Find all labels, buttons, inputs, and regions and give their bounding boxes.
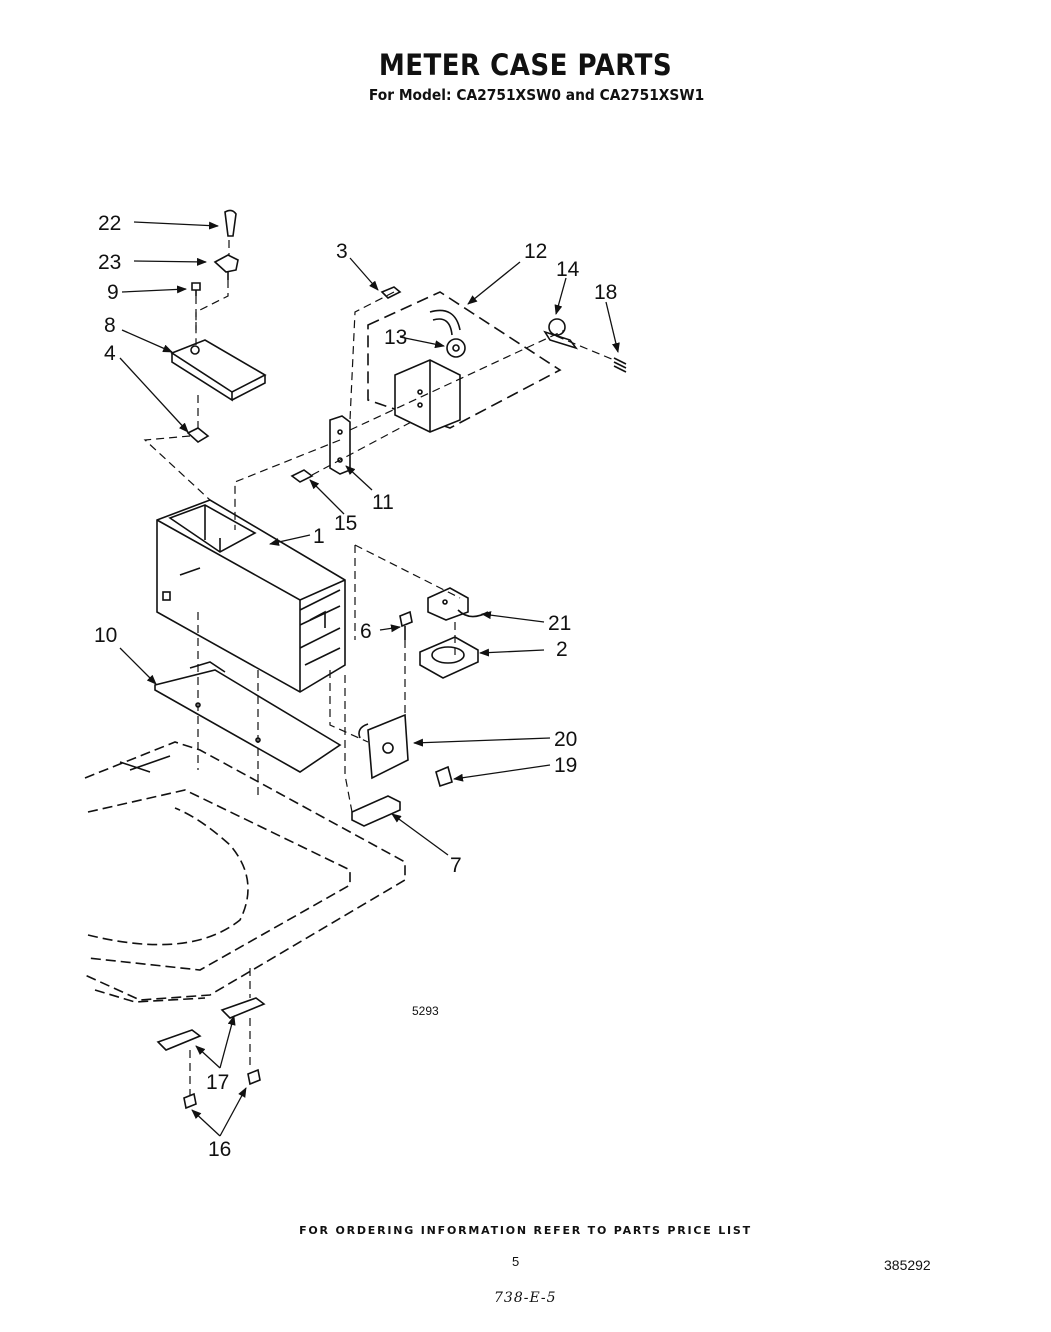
callout-22: 22 bbox=[98, 212, 121, 235]
screw-part-16a bbox=[183, 1092, 197, 1110]
page-number: 5 bbox=[512, 1254, 520, 1269]
screw-part-16b bbox=[247, 1068, 261, 1086]
callout-14: 14 bbox=[556, 258, 580, 281]
callout-2: 2 bbox=[556, 638, 568, 661]
callout-15: 15 bbox=[334, 512, 357, 535]
ordering-note: FOR ORDERING INFORMATION REFER TO PARTS … bbox=[299, 1224, 752, 1237]
callout-17: 17 bbox=[206, 1071, 229, 1094]
cover-part-8 bbox=[170, 339, 267, 402]
assembly-lines bbox=[143, 240, 615, 1095]
screw-part-3 bbox=[380, 286, 402, 299]
motor-part-13 bbox=[446, 338, 466, 358]
screw-part-6 bbox=[399, 610, 413, 640]
knob-insert-part-23 bbox=[213, 254, 239, 280]
callout-9: 9 bbox=[107, 281, 119, 304]
spring-part-18 bbox=[613, 357, 627, 373]
screw-part-9 bbox=[191, 282, 201, 296]
knob-part-22 bbox=[224, 209, 237, 237]
callout-19: 19 bbox=[554, 754, 577, 777]
knob-part-14 bbox=[543, 318, 579, 350]
callout-21: 21 bbox=[548, 612, 571, 635]
page-title: METER CASE PARTS bbox=[378, 48, 673, 82]
document-number: 385292 bbox=[884, 1257, 931, 1273]
callout-16: 16 bbox=[208, 1138, 231, 1161]
clip-part-4 bbox=[186, 427, 210, 443]
callout-1: 1 bbox=[313, 525, 325, 548]
handwritten-note: 738-E-5 bbox=[494, 1290, 557, 1306]
callout-10: 10 bbox=[94, 624, 117, 647]
meter-case-part-1 bbox=[156, 499, 346, 693]
callout-leaders bbox=[119, 221, 620, 1137]
connector-part-19 bbox=[435, 765, 453, 788]
clip-part-17b bbox=[220, 997, 266, 1019]
bracket-part-11 bbox=[329, 415, 351, 475]
callout-23: 23 bbox=[98, 251, 121, 274]
callout-20: 20 bbox=[554, 728, 577, 751]
callout-7: 7 bbox=[450, 854, 462, 877]
callout-12: 12 bbox=[524, 240, 547, 263]
clip-part-17a bbox=[156, 1029, 202, 1051]
cup-part-2 bbox=[419, 636, 479, 679]
callout-3: 3 bbox=[336, 240, 348, 263]
callout-11: 11 bbox=[372, 491, 394, 514]
button-part-7 bbox=[351, 795, 401, 827]
washer-top-outline bbox=[84, 741, 406, 1003]
callout-18: 18 bbox=[594, 281, 617, 304]
screw-part-15 bbox=[290, 469, 314, 483]
timer-assembly-part-12 bbox=[367, 291, 562, 433]
callout-13: 13 bbox=[384, 326, 407, 349]
callout-4: 4 bbox=[104, 342, 116, 365]
switch-part-20 bbox=[358, 713, 409, 780]
figure-id: 5293 bbox=[412, 1004, 439, 1018]
callout-8: 8 bbox=[104, 314, 116, 337]
switch-part-21 bbox=[427, 587, 489, 621]
callout-6: 6 bbox=[360, 620, 372, 643]
model-subtitle: For Model: CA2751XSW0 and CA2751XSW1 bbox=[368, 86, 705, 104]
